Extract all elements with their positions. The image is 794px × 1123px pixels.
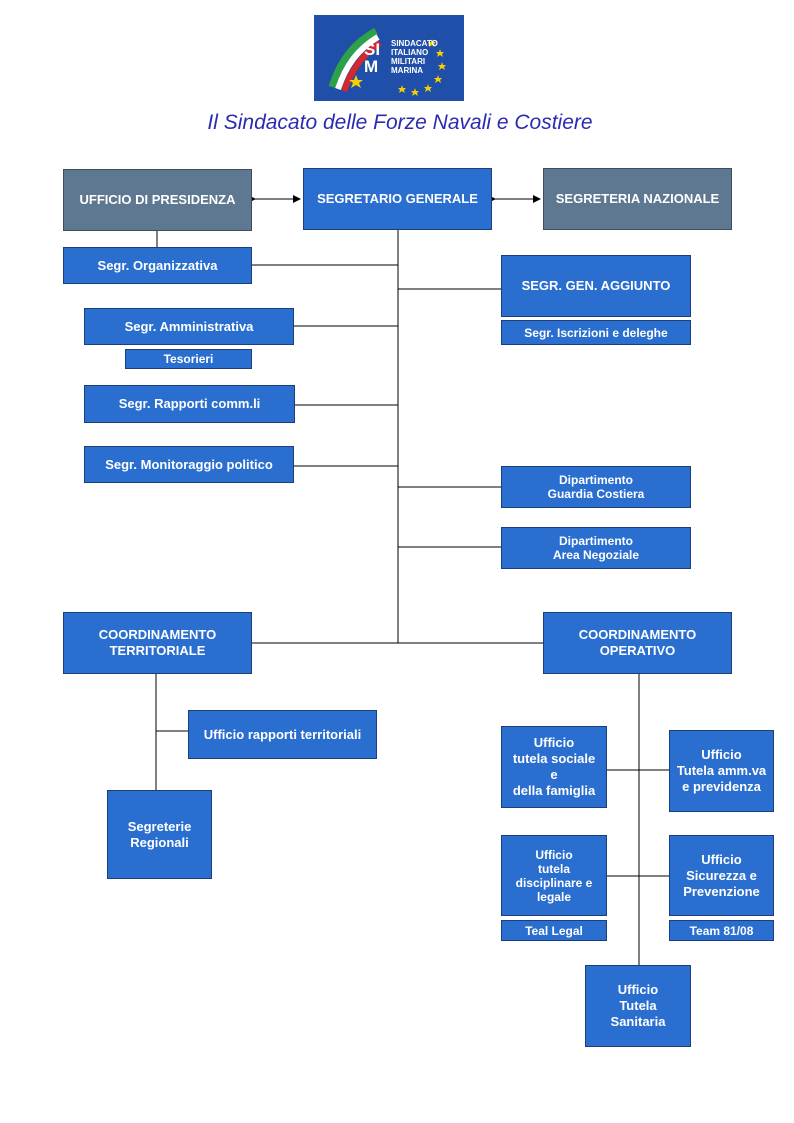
segreteria-nazionale-box: SEGRETERIA NAZIONALE <box>543 168 732 230</box>
team-81-08-box: Team 81/08 <box>669 920 774 941</box>
coord-operativo-box: COORDINAMENTO OPERATIVO <box>543 612 732 674</box>
segretario-generale-box: SEGRETARIO GENERALE <box>303 168 492 230</box>
segreterie-regionali-box: Segreterie Regionali <box>107 790 212 879</box>
logo: SI M SINDACATO ITALIANO MILITARI MARINA <box>314 15 464 101</box>
page-title: Il Sindacato delle Forze Navali e Costie… <box>207 111 593 134</box>
ufficio-presidenza-box: UFFICIO DI PRESIDENZA <box>63 169 252 231</box>
dip-guardia-costiera-box: Dipartimento Guardia Costiera <box>501 466 691 508</box>
logo-letters: SI M <box>364 40 381 76</box>
uff-rapporti-territoriali-box: Ufficio rapporti territoriali <box>188 710 377 759</box>
logo-graphic <box>328 27 446 96</box>
uff-tutela-sociale-box: Ufficio tutela sociale e della famiglia <box>501 726 607 808</box>
uff-tutela-disciplinare-box: Ufficio tutela disciplinare e legale <box>501 835 607 916</box>
segr-organizzativa-box: Segr. Organizzativa <box>63 247 252 284</box>
segr-amministrativa-box: Segr. Amministrativa <box>84 308 294 345</box>
uff-tutela-sanitaria-box: Ufficio Tutela Sanitaria <box>585 965 691 1047</box>
segr-rapporti-box: Segr. Rapporti comm.li <box>84 385 295 423</box>
dip-area-negoziale-box: Dipartimento Area Negoziale <box>501 527 691 569</box>
tesorieri-box: Tesorieri <box>125 349 252 369</box>
uff-tutela-amm-box: Ufficio Tutela amm.va e previdenza <box>669 730 774 812</box>
segr-gen-aggiunto-box: SEGR. GEN. AGGIUNTO <box>501 255 691 317</box>
logo-text: SINDACATO ITALIANO MILITARI MARINA <box>391 39 438 75</box>
segr-monitoraggio-box: Segr. Monitoraggio politico <box>84 446 294 483</box>
uff-sicurezza-box: Ufficio Sicurezza e Prevenzione <box>669 835 774 916</box>
teal-legal-box: Teal Legal <box>501 920 607 941</box>
segr-iscrizioni-box: Segr. Iscrizioni e deleghe <box>501 320 691 345</box>
coord-territoriale-box: COORDINAMENTO TERRITORIALE <box>63 612 252 674</box>
